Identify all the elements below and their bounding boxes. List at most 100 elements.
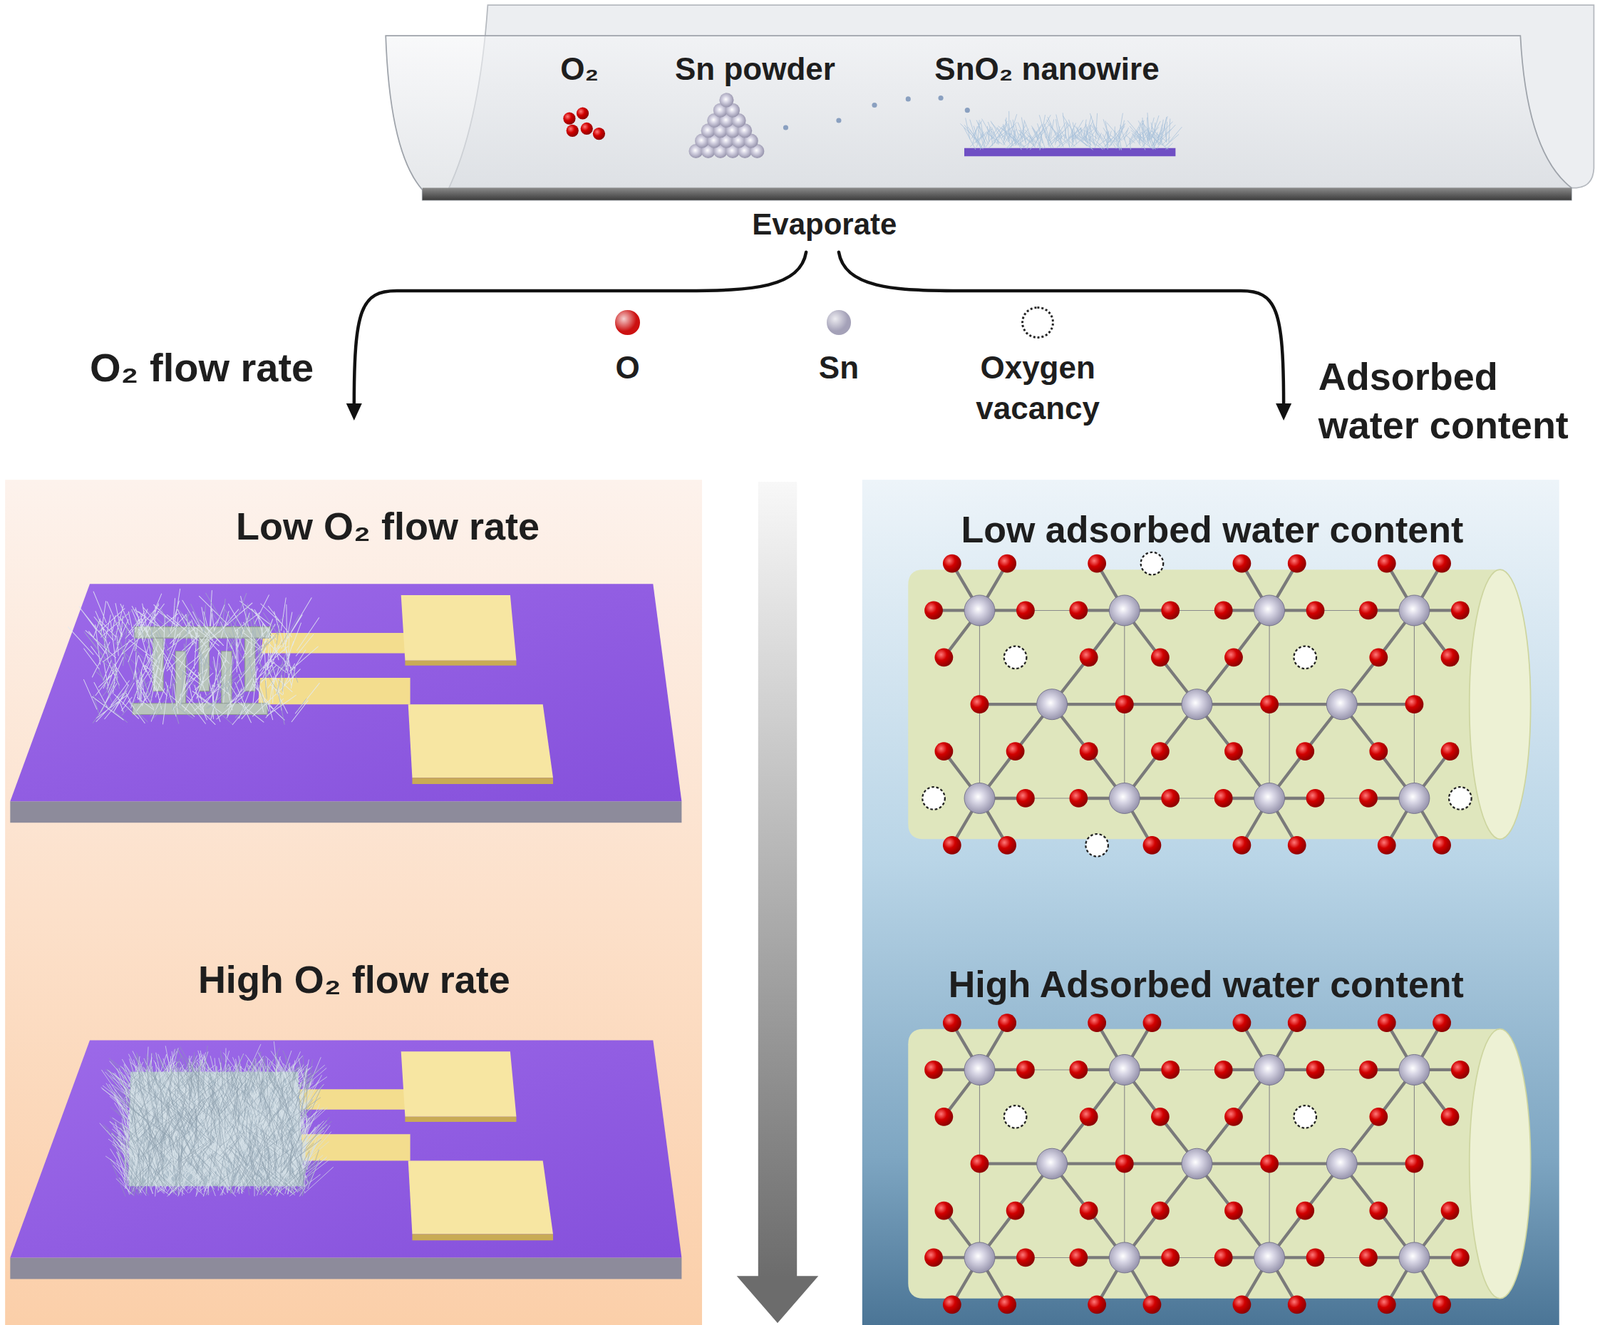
- oxygen-atom: [1069, 1060, 1088, 1080]
- oxygen-atom: [942, 1013, 962, 1032]
- oxygen-atom: [1451, 1248, 1470, 1268]
- oxygen-atom: [1151, 741, 1170, 761]
- oxygen-atom: [1432, 1013, 1452, 1032]
- oxygen-atom: [1069, 601, 1088, 621]
- oxygen-atom: [1260, 1154, 1279, 1174]
- oxygen-atom: [1306, 788, 1325, 808]
- branch-arrow: [346, 252, 807, 421]
- tin-atom: [1399, 595, 1430, 626]
- oxygen-atom: [934, 1107, 953, 1127]
- tin-atom: [1108, 1054, 1140, 1085]
- tin-atom: [964, 1054, 995, 1085]
- tin-atom: [1254, 595, 1285, 626]
- oxygen-atom: [1160, 788, 1180, 808]
- oxygen-atom: [1087, 1013, 1107, 1032]
- oxygen-vacancy: [922, 786, 945, 810]
- oxygen-atom: [1287, 835, 1307, 855]
- oxygen-atom: [924, 601, 943, 621]
- oxygen-atom: [1369, 647, 1388, 667]
- oxygen-atom: [1151, 1107, 1170, 1127]
- oxygen-atom: [1287, 1294, 1307, 1314]
- water-content-panel: Adsorbed water contentLow adsorbed water…: [862, 420, 1560, 1325]
- oxygen-atom: [1369, 741, 1388, 761]
- branch-heading: O₂ flow rate: [89, 344, 314, 391]
- oxygen-atom: [1232, 554, 1252, 574]
- oxygen-atom: [1441, 1107, 1460, 1127]
- oxygen-atom: [1260, 694, 1279, 714]
- oxygen-atom: [1441, 741, 1460, 761]
- legend-swatch: [826, 310, 851, 335]
- oxygen-molecule: [576, 106, 589, 120]
- tin-atom: [1108, 595, 1140, 626]
- oxygen-atom: [1306, 601, 1325, 621]
- oxygen-atom: [1224, 1201, 1243, 1221]
- evaporation-boat: O₂Sn powderSnO₂ nanowireEvaporate: [385, 4, 1594, 253]
- oxygen-atom: [1143, 1013, 1162, 1032]
- oxygen-atom: [1214, 1060, 1233, 1080]
- oxygen-atom: [1079, 741, 1099, 761]
- oxygen-atom: [1306, 1060, 1325, 1080]
- sensor-chip-low: [9, 583, 682, 823]
- condition-heading: High Adsorbed water content: [948, 963, 1464, 1007]
- oxygen-atom: [1006, 741, 1025, 761]
- dense-nanowires: [103, 1045, 332, 1196]
- tin-atom: [1399, 783, 1430, 814]
- oxygen-atom: [1432, 1294, 1452, 1314]
- flow-rate-panel: O₂ flow rateLow O₂ flow rateHigh O₂ flow…: [4, 420, 703, 1325]
- oxygen-atom: [1143, 1294, 1162, 1314]
- oxygen-atom: [1224, 647, 1243, 667]
- oxygen-atom: [1377, 1294, 1397, 1314]
- condition-heading: Low O₂ flow rate: [235, 503, 540, 549]
- oxygen-vacancy: [1004, 646, 1027, 670]
- oxygen-molecule: [566, 124, 579, 137]
- dense-nanowires: [99, 1041, 333, 1196]
- unit-cell-line: [979, 610, 1414, 799]
- trough-front: [385, 35, 1572, 201]
- tin-atom: [1181, 689, 1213, 720]
- tin-atom: [1036, 1148, 1068, 1179]
- oxygen-atom: [934, 647, 953, 667]
- oxygen-atom: [1377, 835, 1397, 855]
- oxygen-atom: [1079, 647, 1099, 667]
- oxygen-atom: [1016, 1248, 1035, 1268]
- nanowire-growth: [960, 111, 1182, 150]
- tin-atom: [1036, 689, 1068, 720]
- bond: [933, 1022, 1461, 1305]
- oxygen-vacancy: [1004, 1105, 1027, 1129]
- condition-heading: High O₂ flow rate: [198, 957, 511, 1002]
- oxygen-atom: [1359, 1248, 1378, 1268]
- right-panel-ground: [862, 479, 1560, 1325]
- sparse-nanowires: [84, 592, 307, 725]
- legend-label: O: [615, 347, 640, 388]
- tin-atom: [1254, 1242, 1285, 1273]
- trough-bottom: [422, 188, 1572, 201]
- oxygen-atom: [970, 1154, 990, 1174]
- oxygen-atom: [1069, 1248, 1088, 1268]
- tin-atom: [1181, 1148, 1213, 1179]
- substrate: [964, 148, 1176, 157]
- oxygen-atom: [1224, 741, 1243, 761]
- oxygen-atom: [1295, 741, 1315, 761]
- oxygen-vacancy: [1293, 1105, 1316, 1129]
- species-label: O₂: [560, 51, 599, 88]
- oxygen-atom: [1287, 1013, 1307, 1032]
- oxygen-atom: [1143, 835, 1162, 855]
- oxygen-atom: [934, 741, 953, 761]
- oxygen-atom: [1079, 1201, 1099, 1221]
- trend-arrow-shaft: [758, 481, 797, 1278]
- sensor-chip-high: [9, 1039, 682, 1279]
- tin-atom: [964, 595, 995, 626]
- species-label: Sn powder: [674, 51, 836, 88]
- oxygen-atom: [1295, 1201, 1315, 1221]
- tin-atom: [1399, 1054, 1430, 1085]
- oxygen-atom: [1432, 554, 1452, 574]
- oxygen-atom: [970, 694, 990, 714]
- tin-atom: [1108, 1242, 1140, 1273]
- tin-atom: [1254, 783, 1285, 814]
- unit-cell-line: [979, 1069, 1414, 1258]
- oxygen-atom: [1160, 601, 1180, 621]
- oxygen-vacancy: [1448, 786, 1472, 810]
- oxygen-atom: [1224, 1107, 1243, 1127]
- cylinder-end: [1469, 1029, 1531, 1299]
